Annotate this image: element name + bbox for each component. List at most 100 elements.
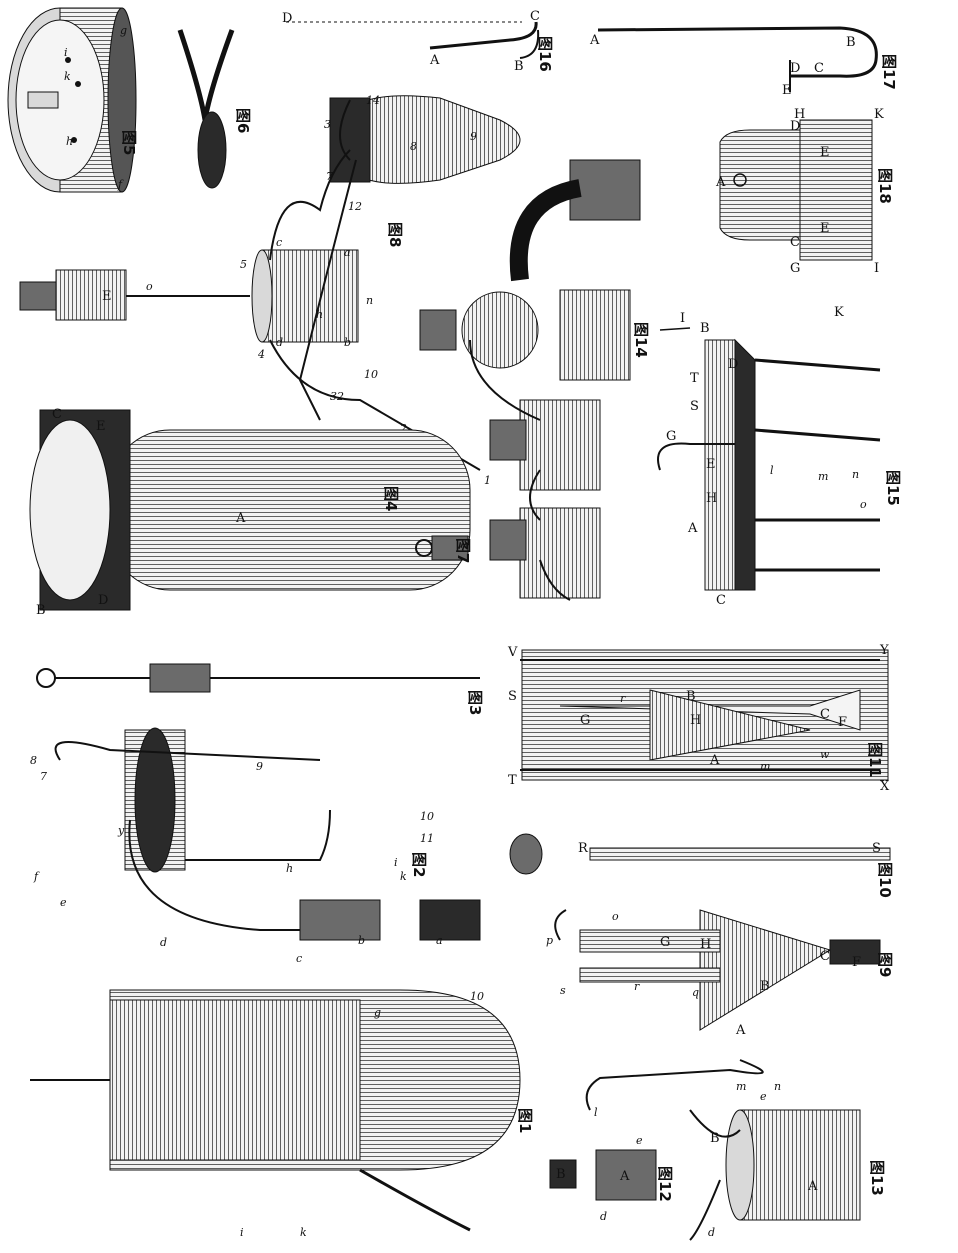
fig15-label-n: n — [852, 468, 859, 481]
fig9-label-B: B — [760, 979, 770, 994]
fig8-label-12: 12 — [348, 200, 362, 213]
fig2-label-c: c — [296, 952, 302, 965]
fig11-label-F: F — [838, 715, 847, 730]
fig9-label-p: p — [546, 934, 553, 947]
fig2-label-e: e — [60, 896, 67, 909]
fig4-cylinder: A C E B D 图4 — [29, 407, 471, 618]
fig18-label-I: I — [874, 261, 879, 276]
fig2-caption: 图2 — [410, 852, 428, 877]
fig8-caption: 图8 — [386, 222, 404, 247]
fig13-jar: A B d e 图13 — [689, 1090, 886, 1241]
fig2-label-b: b — [358, 934, 365, 947]
fig2-label-9: 9 — [256, 760, 263, 773]
fig11-label-G: G — [580, 713, 590, 728]
fig8-label-c: c — [276, 236, 282, 249]
fig13-label-e: e — [760, 1090, 767, 1103]
fig14-jars: 图14 — [419, 159, 650, 601]
fig16-label-C: C — [530, 9, 540, 24]
fig2-label-i: i — [394, 856, 398, 869]
fig11-label-T: T — [508, 773, 517, 788]
fig8-label-3: 3 — [324, 118, 331, 131]
fig9-label-s: s — [560, 984, 566, 997]
fig15-label-E: E — [706, 457, 716, 472]
fig8-label-1: 1 — [484, 474, 491, 487]
fig5-label-f: f — [117, 178, 124, 191]
fig18-label-K: K — [874, 107, 884, 122]
fig11-caption: 图11 — [866, 742, 884, 778]
fig10-label-R: R — [578, 841, 589, 856]
fig5-label-k: k — [64, 70, 71, 83]
fig2-label-d: d — [160, 936, 167, 949]
fig15-label-H: H — [706, 491, 717, 506]
fig9-label-H: H — [700, 937, 711, 952]
fig12-cup: B A d e 图12 — [549, 1134, 674, 1223]
fig2-label-8: 8 — [30, 754, 37, 767]
fig8-label-14: 14 — [366, 94, 380, 107]
fig11-label-X: X — [880, 779, 890, 794]
fig8-label-5: 5 — [240, 258, 247, 271]
fig12-label-B: B — [556, 1167, 566, 1182]
fig17-label-C: C — [814, 61, 824, 76]
fig15-caption: 图15 — [884, 470, 902, 506]
fig4-label-A: A — [235, 511, 246, 526]
fig8-label-10: 10 — [364, 368, 378, 381]
fig8-label-4: 4 — [257, 348, 265, 361]
fig8-label-32: 32 — [330, 390, 344, 403]
fig2-apparatus: 7 8 9 10 11 y h i k f e d c b a 图2 — [30, 727, 481, 965]
fig1-label-10: 10 — [470, 990, 484, 1003]
fig5-label-h: h — [66, 135, 73, 148]
fig8-label-E: E — [102, 289, 112, 304]
fig13-label-A: A — [807, 1179, 818, 1194]
fig9-label-r: r — [634, 980, 640, 993]
fig4-label-B: B — [36, 603, 46, 618]
fig9-label-G: G — [660, 935, 670, 950]
fig1-bell-jar: g 10 i k 图1 — [30, 989, 534, 1239]
fig10-caption: 图10 — [876, 862, 894, 898]
fig9-label-n: n — [774, 1080, 781, 1093]
fig16-label-B: B — [514, 59, 524, 74]
fig15-label-o: o — [860, 498, 867, 511]
fig1-label-k: k — [300, 1226, 307, 1239]
fig1-caption: 图1 — [516, 1108, 534, 1133]
fig15-label-C: C — [716, 593, 726, 608]
fig1-label-i: i — [240, 1226, 244, 1239]
fig9-label-q: q — [692, 986, 699, 999]
fig15-label-G: G — [666, 429, 676, 444]
fig15-label-A: A — [687, 521, 698, 536]
fig2-label-10: 10 — [420, 810, 434, 823]
fig5-label-g: g — [120, 24, 127, 37]
fig2-label-k: k — [400, 870, 407, 883]
fig10-rod: R S 图10 — [509, 833, 894, 898]
fig11-label-r: r — [620, 692, 626, 705]
fig18-label-E2: E — [820, 221, 830, 236]
fig9-cone: p s r q o n m l G H A B C F 图9 — [546, 909, 894, 1119]
fig2-label-f: f — [33, 870, 40, 883]
fig9-caption: 图9 — [876, 952, 894, 977]
fig10-label-S: S — [872, 841, 881, 856]
fig17-j-tube: A B C D E 图17 — [589, 26, 898, 98]
fig8-label-8: 8 — [410, 140, 417, 153]
fig6-tongs: 图6 — [177, 29, 252, 189]
fig7-weight: 图7 — [415, 535, 472, 563]
fig13-label-B: B — [710, 1131, 720, 1146]
fig11-trough: V S T X Y G H B C F A r w m 图11 — [507, 643, 890, 794]
fig7-caption: 图7 — [454, 538, 472, 563]
fig17-label-D: D — [790, 61, 800, 76]
fig15-label-m: m — [818, 470, 828, 483]
fig8-label-9: 9 — [470, 130, 477, 143]
fig8-label-o: o — [146, 280, 153, 293]
fig15-label-D: D — [728, 357, 738, 372]
fig2-label-a: a — [436, 934, 443, 947]
fig9-label-C: C — [820, 949, 830, 964]
fig14-caption: 图14 — [632, 322, 650, 358]
fig16-label-A: A — [429, 53, 440, 68]
fig15-label-I: I — [680, 311, 685, 326]
fig4-label-C: C — [52, 407, 62, 422]
fig18-label-E1: E — [820, 145, 830, 160]
fig17-caption: 图17 — [880, 54, 898, 90]
fig2-label-7: 7 — [40, 770, 47, 783]
fig18-label-D: D — [790, 119, 800, 134]
fig18-label-A: A — [715, 175, 726, 190]
fig9-label-A: A — [735, 1023, 746, 1038]
